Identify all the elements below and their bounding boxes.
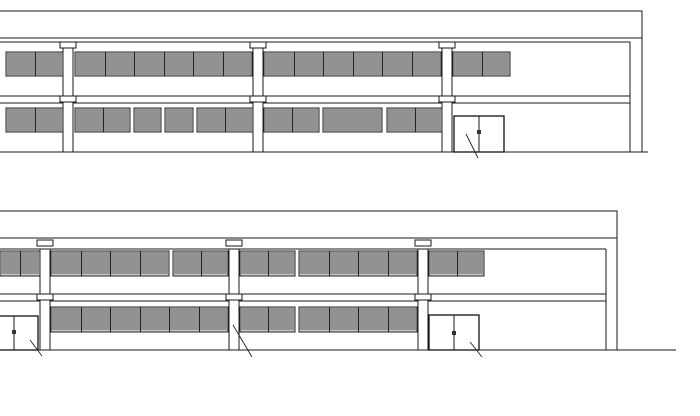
louvered-window (239, 306, 296, 333)
column (414, 239, 432, 351)
entrance-door-left[interactable] (0, 315, 43, 357)
door-handle-icon (477, 130, 481, 134)
window-bands (5, 51, 511, 133)
louvered-window (428, 250, 485, 277)
louvered-window (133, 107, 162, 133)
door-swing-icon (469, 341, 483, 358)
entrance-door-right[interactable] (428, 314, 483, 358)
louvered-window (164, 107, 194, 133)
louvered-window (322, 107, 383, 133)
louvered-window (298, 250, 418, 277)
column (249, 41, 267, 153)
louvered-window (172, 250, 229, 277)
louvered-window (74, 107, 131, 133)
louvered-window (0, 250, 41, 277)
louvered-window (196, 107, 254, 133)
elevation-upper (0, 10, 648, 159)
louvered-window (239, 250, 296, 277)
column (36, 239, 54, 351)
louvered-window (263, 107, 320, 133)
louvered-window (452, 51, 511, 77)
louvered-window (263, 51, 442, 77)
elevation-lower (0, 210, 676, 358)
door-swing-icon (29, 339, 43, 357)
louvered-window (50, 306, 229, 333)
door-handle-icon (12, 330, 16, 334)
louvered-window (5, 51, 64, 77)
louvered-window (50, 250, 170, 277)
louvered-window (386, 107, 443, 133)
window-bands (0, 250, 485, 333)
section-mark-icon (232, 324, 253, 358)
entrance-door[interactable] (453, 115, 505, 159)
door-swing-icon (465, 133, 479, 159)
louvered-window (5, 107, 64, 133)
door-handle-icon (452, 331, 456, 335)
parapet-band (0, 210, 618, 239)
columns (36, 239, 432, 351)
parapet-band (0, 10, 643, 39)
columns (59, 41, 456, 153)
column (59, 41, 77, 153)
column (438, 41, 456, 153)
louvered-window (74, 51, 253, 77)
louvered-window (298, 306, 418, 333)
column (225, 239, 243, 351)
